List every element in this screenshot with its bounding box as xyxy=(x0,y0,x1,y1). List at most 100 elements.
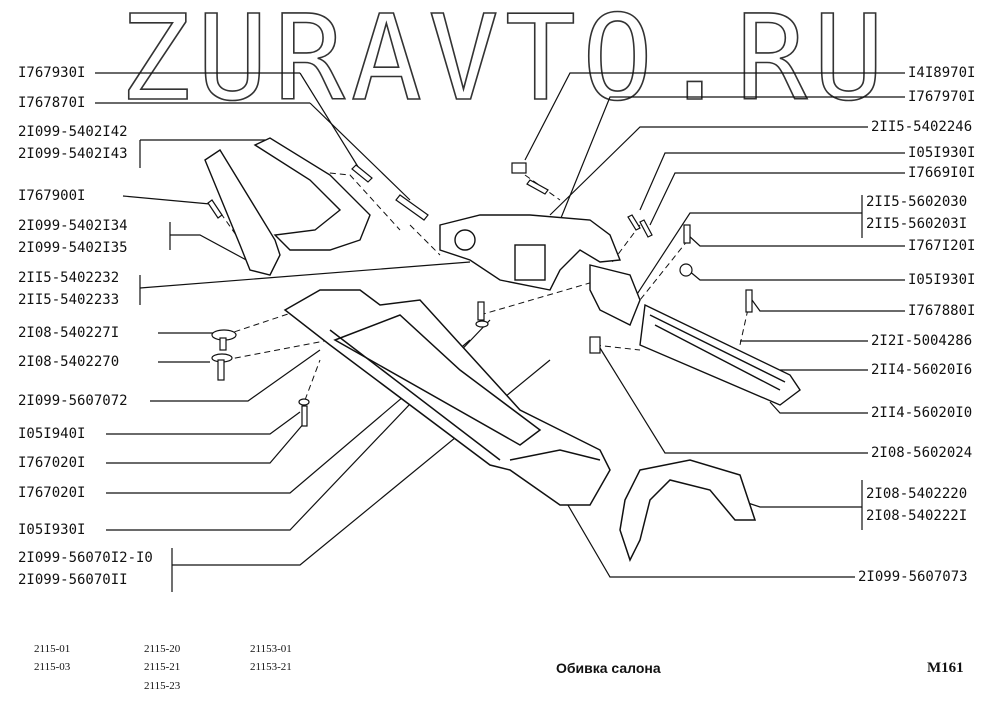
leader-line xyxy=(106,411,301,435)
part-label: 2I08-5402220 xyxy=(866,486,968,502)
part-label: I05I930I xyxy=(18,522,86,538)
part-label: I767870I xyxy=(18,95,86,111)
leader-line xyxy=(639,152,905,211)
screw-icon xyxy=(526,179,549,195)
part-label: 2I099-5402I34 xyxy=(18,218,128,234)
screw-icon xyxy=(301,405,308,427)
part-label: I767I20I xyxy=(908,238,976,254)
part-label: I767880I xyxy=(908,303,976,319)
part-label: 2II5-5402246 xyxy=(871,119,973,135)
part-label: I4I8970I xyxy=(908,65,976,81)
leader-line xyxy=(106,421,306,464)
screw-icon xyxy=(351,164,373,183)
nut-icon xyxy=(679,263,693,277)
leader-line xyxy=(687,269,905,281)
part-label: 2II4-56020I6 xyxy=(871,362,973,378)
screw-icon xyxy=(395,194,429,221)
leader-line xyxy=(524,72,905,161)
leader-line xyxy=(649,172,905,226)
leader-line xyxy=(564,499,855,578)
leader-line xyxy=(170,234,251,263)
leader-line xyxy=(299,72,361,171)
screw-icon xyxy=(639,219,653,238)
part-label: 2I099-5402I42 xyxy=(18,124,128,140)
model-code: 21153-21 xyxy=(250,661,292,673)
model-code: 2115-21 xyxy=(144,661,181,673)
model-code: 2115-01 xyxy=(34,643,71,655)
parcel-shelf xyxy=(283,289,611,506)
part-label: I05I930I xyxy=(908,145,976,161)
part-label: I05I940I xyxy=(18,426,86,442)
rear-shelf-panel xyxy=(439,214,621,291)
part-label: 2II5-5402232 xyxy=(18,270,120,286)
sill-trim-right xyxy=(639,303,801,406)
clip-icon xyxy=(589,336,601,354)
leader-line xyxy=(549,126,868,216)
leader-line xyxy=(150,349,321,402)
model-code: 21153-01 xyxy=(250,643,292,655)
part-label: I767930I xyxy=(18,65,86,81)
model-code: 2115-23 xyxy=(144,680,181,692)
watermark: ZURAVTO.RU xyxy=(119,4,890,114)
assembly-line xyxy=(594,344,641,351)
assembly-line xyxy=(479,279,601,316)
part-label: I7669I0I xyxy=(908,165,976,181)
side-bracket-right xyxy=(589,264,641,326)
part-label: 2I08-5602024 xyxy=(871,445,973,461)
part-label: 2I08-5402270 xyxy=(18,354,120,370)
part-label: 2II5-5402233 xyxy=(18,292,120,308)
leader-line xyxy=(309,102,411,201)
pillar-trim-left xyxy=(204,137,371,276)
part-label: 2I099-56070I2-I0 xyxy=(18,550,153,566)
leader-line xyxy=(751,299,905,312)
screw-icon xyxy=(207,199,223,219)
leader-line xyxy=(687,234,905,247)
part-label: I767020I xyxy=(18,485,86,501)
part-label: I767970I xyxy=(908,89,976,105)
screw-icon xyxy=(217,359,225,381)
part-label: 2I099-5607072 xyxy=(18,393,128,409)
part-label: I05I930I xyxy=(908,272,976,288)
part-label: I767900I xyxy=(18,188,86,204)
part-label: I767020I xyxy=(18,455,86,471)
washer-icon xyxy=(298,398,310,406)
clip-icon xyxy=(219,337,227,351)
part-label: 2II4-56020I0 xyxy=(871,405,973,421)
clip-icon xyxy=(511,162,527,174)
assembly-line xyxy=(409,224,441,256)
part-label: 2I099-5607073 xyxy=(858,569,968,585)
part-label: 2I08-540227I xyxy=(18,325,120,341)
part-label: 2I08-540222I xyxy=(866,508,968,524)
leader-line xyxy=(122,195,211,205)
assembly-line xyxy=(299,169,401,231)
part-label: 2I099-56070II xyxy=(18,572,128,588)
leader-line xyxy=(769,401,868,414)
part-label: 2II5-5602030 xyxy=(866,194,968,210)
model-code: 2115-03 xyxy=(34,661,71,673)
leader-line xyxy=(629,212,862,306)
leader-line xyxy=(547,96,905,251)
screw-icon xyxy=(745,289,753,313)
screw-icon xyxy=(627,214,641,231)
part-label: 2I099-5402I35 xyxy=(18,240,128,256)
assembly-line xyxy=(639,239,689,301)
leader-line xyxy=(599,347,868,454)
washer-icon xyxy=(475,320,489,328)
part-label: 2I099-5402I43 xyxy=(18,146,128,162)
wheel-arch-cover xyxy=(619,459,757,562)
screw-icon xyxy=(477,301,485,321)
page-title: Обивка салона xyxy=(556,660,661,676)
model-code: 2115-20 xyxy=(144,643,181,655)
leader-line xyxy=(139,261,471,289)
page-code: M161 xyxy=(927,660,964,676)
watermark-text: ZURAVTO.RU xyxy=(120,4,890,114)
assembly-line xyxy=(739,299,751,346)
assembly-line xyxy=(304,359,321,401)
part-label: 2II5-560203I xyxy=(866,216,968,232)
assembly-line xyxy=(224,339,331,361)
part-label: 2I2I-5004286 xyxy=(871,333,973,349)
leader-line xyxy=(140,139,271,153)
screw-icon xyxy=(683,224,691,244)
